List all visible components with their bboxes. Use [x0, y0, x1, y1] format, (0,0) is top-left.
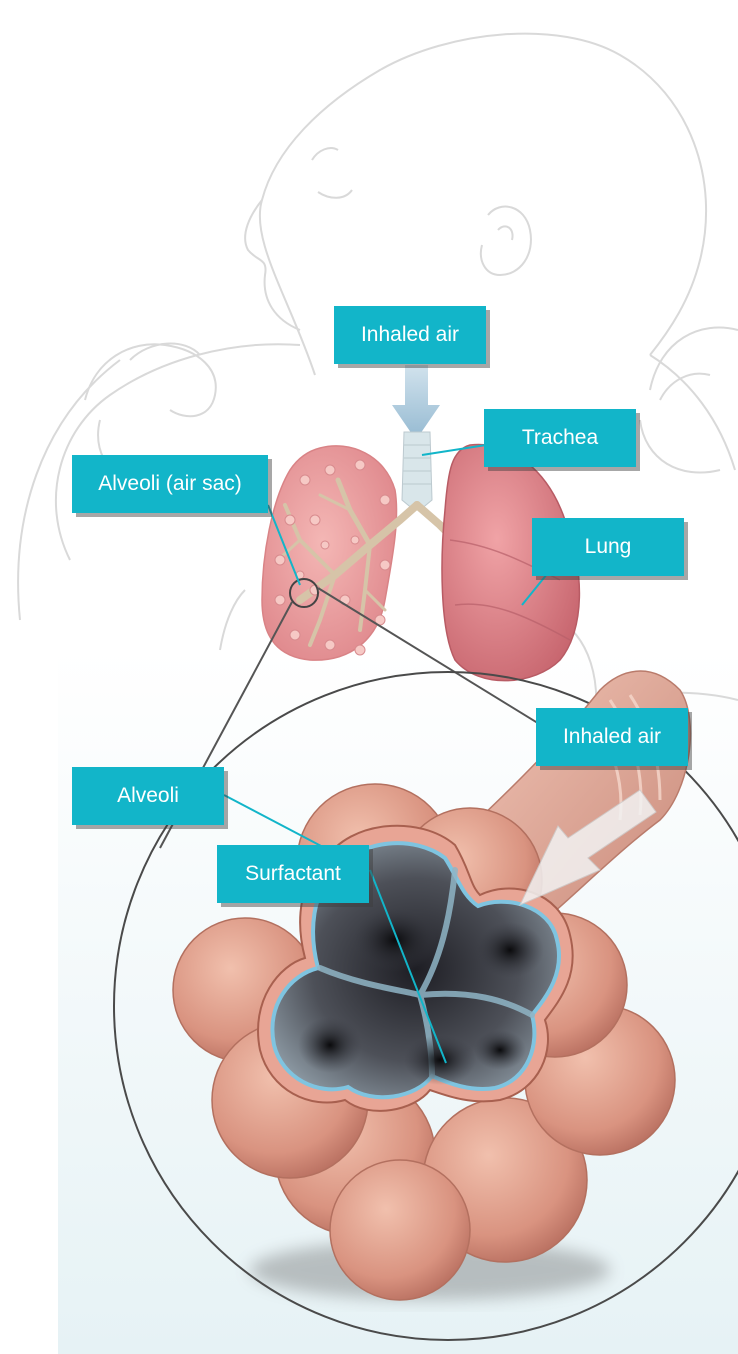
inhaled-air-arrow	[392, 365, 440, 440]
left-lung	[262, 446, 397, 660]
label-lung: Lung	[532, 518, 684, 576]
label-trachea: Trachea	[484, 409, 636, 467]
label-inhaled-air-zoom: Inhaled air	[536, 708, 688, 766]
label-surfactant: Surfactant	[217, 845, 369, 903]
label-alveoli: Alveoli	[72, 767, 224, 825]
label-inhaled-air-top: Inhaled air	[334, 306, 486, 364]
label-alveoli-air-sac: Alveoli (air sac)	[72, 455, 268, 513]
